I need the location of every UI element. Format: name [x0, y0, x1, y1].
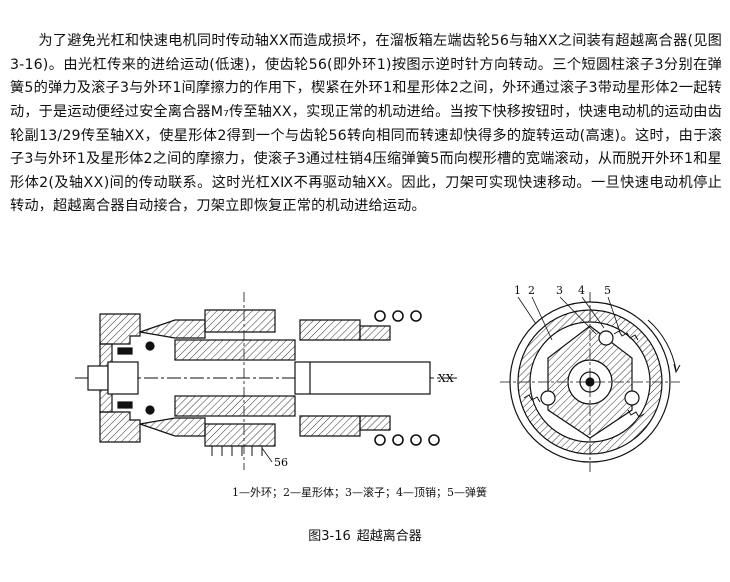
part-label-3: 3 — [556, 284, 563, 297]
part-label-1: 1 — [514, 284, 521, 297]
shaft-label: XX — [438, 372, 454, 385]
caption-title: 超越离合器 — [356, 529, 422, 544]
left-housing — [99, 313, 141, 345]
spring-coils — [374, 310, 440, 446]
shaft-nut — [87, 365, 109, 391]
rollers — [540, 330, 640, 406]
leader-lines — [517, 296, 621, 341]
part-label-5: 5 — [604, 284, 611, 297]
gear-label: 56 — [274, 456, 288, 469]
bearing — [117, 341, 155, 415]
spring-housing — [299, 319, 361, 341]
shaft-xx — [294, 361, 431, 395]
rotation-arrow — [647, 319, 677, 371]
body-paragraph: 为了避免光杠和快速电机同时传动轴ⅩⅩ而造成损坏，在溜板箱左端齿轮56与轴ⅩⅩ之间… — [10, 33, 722, 215]
star-body — [174, 339, 296, 361]
figure-drawing: XX 56 — [75, 284, 681, 472]
springs-end — [523, 330, 645, 418]
part-labels: 1 2 3 4 5 — [514, 284, 611, 297]
part-label-4: 4 — [578, 284, 585, 297]
gear-56-outer-ring — [204, 309, 276, 333]
gear-teeth — [211, 446, 263, 456]
figure-overrunning-clutch: XX 56 — [0, 280, 730, 540]
figure-legend: 1—外环；2—星形体；3—滚子；4—顶销；5—弹簧 — [232, 486, 487, 499]
figure-caption: 图3-16 超越离合器 — [0, 525, 730, 544]
caption-number: 图3-16 — [308, 529, 351, 544]
end-view — [500, 292, 681, 472]
part-label-2: 2 — [528, 284, 535, 297]
section-view — [75, 292, 460, 470]
